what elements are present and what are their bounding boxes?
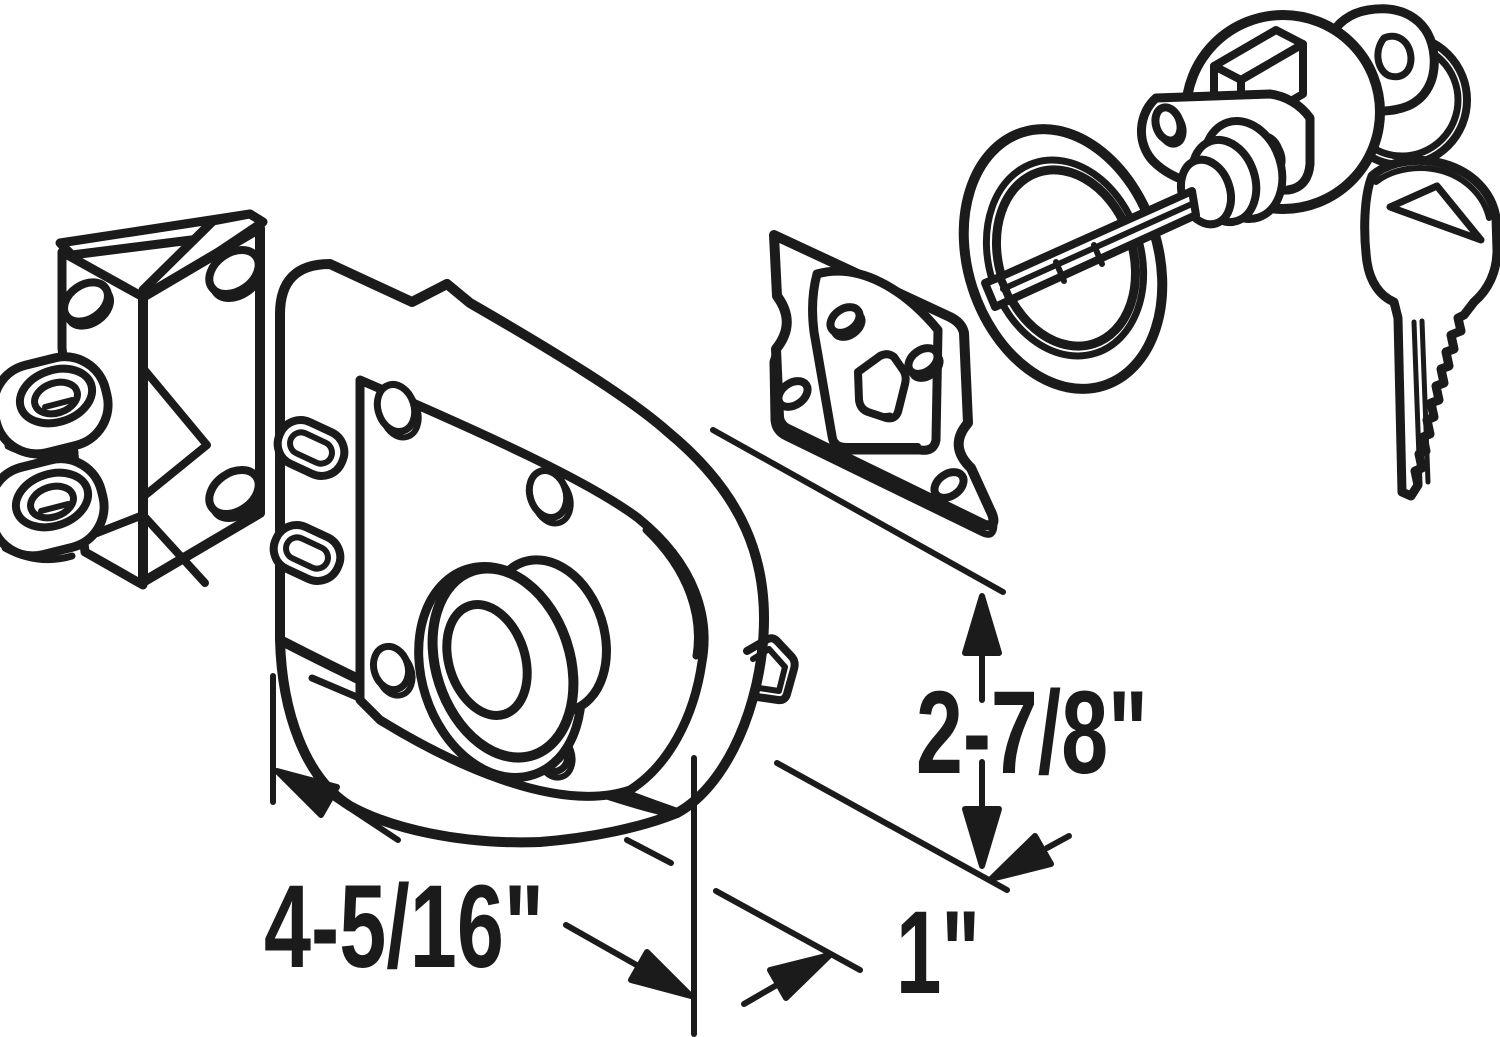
- mounting-plate-part: [769, 230, 999, 538]
- plate-hole-left: [774, 377, 812, 411]
- spindle-bar-tick-1: [1053, 259, 1067, 284]
- thumbturn-boss: [414, 555, 611, 783]
- lock-body-part: [269, 259, 799, 848]
- lock-cylinder-part: [1137, 4, 1471, 229]
- inner-plate-thickness: [642, 526, 701, 660]
- bracket-screw-holes: [60, 246, 265, 522]
- spindle-bar-edge-line: [1000, 200, 1197, 292]
- spindle-bar-end-cap: [981, 273, 1014, 311]
- strike-bracket-part: [0, 209, 268, 590]
- lock-body-tab: [743, 634, 799, 705]
- plate-spindle-hole-depth: [859, 405, 893, 419]
- width-arrowhead-left: [274, 768, 340, 818]
- dimension-annotations: 4-5/16" 2-7/8" 1": [264, 427, 1148, 1037]
- extension-line-mid-diagonal: [774, 760, 1010, 893]
- width-dimension: [274, 768, 694, 999]
- flange-ear-hole-left-rim: [1151, 103, 1185, 145]
- bracket-loop-top: [0, 352, 113, 460]
- offset-dimension-label: 1": [896, 887, 980, 1019]
- bracket-notch-lines: [93, 364, 211, 587]
- main-key-part: [1360, 155, 1500, 501]
- boss-hole-upper-rim: [826, 303, 864, 337]
- offset-arrowhead-upper: [988, 833, 1054, 882]
- main-key-blade-grooves: [1411, 318, 1431, 487]
- height-arrowhead-down: [962, 806, 1002, 869]
- plate-hole-right: [930, 468, 968, 502]
- boss-hole-lower-rim: [904, 344, 942, 378]
- main-key-bow-inner-line: [1373, 165, 1492, 221]
- plate-boss-thickness: [833, 439, 921, 449]
- mounting-plate-thickness: [769, 348, 998, 538]
- offset-dimension: [741, 833, 1072, 1007]
- bracket-loop-bottom: [0, 454, 109, 564]
- width-dimension-label: 4-5/16": [264, 861, 544, 993]
- extension-line-bottom-diagonal-b: [713, 888, 863, 973]
- extension-line-top-diagonal: [710, 427, 1006, 595]
- height-dimension-label: 2-7/8": [916, 667, 1148, 799]
- main-key-cutout-line: [1392, 206, 1477, 240]
- boss-inner-ring: [442, 600, 532, 720]
- spindle-bar-part: [981, 187, 1200, 311]
- extension-line-bottom-diagonal-a: [624, 837, 674, 866]
- height-dimension: [962, 593, 1002, 869]
- bolt-slot-top: [273, 416, 349, 480]
- main-key-outline: [1360, 155, 1500, 501]
- width-arrowhead-right: [628, 949, 694, 999]
- second-key-slot: [1374, 32, 1415, 81]
- bolt-slot-bottom: [269, 521, 345, 585]
- spindle-bar-tick-2: [1091, 242, 1105, 267]
- offset-arrowhead-lower: [767, 952, 833, 1001]
- height-arrowhead-up: [962, 593, 1002, 656]
